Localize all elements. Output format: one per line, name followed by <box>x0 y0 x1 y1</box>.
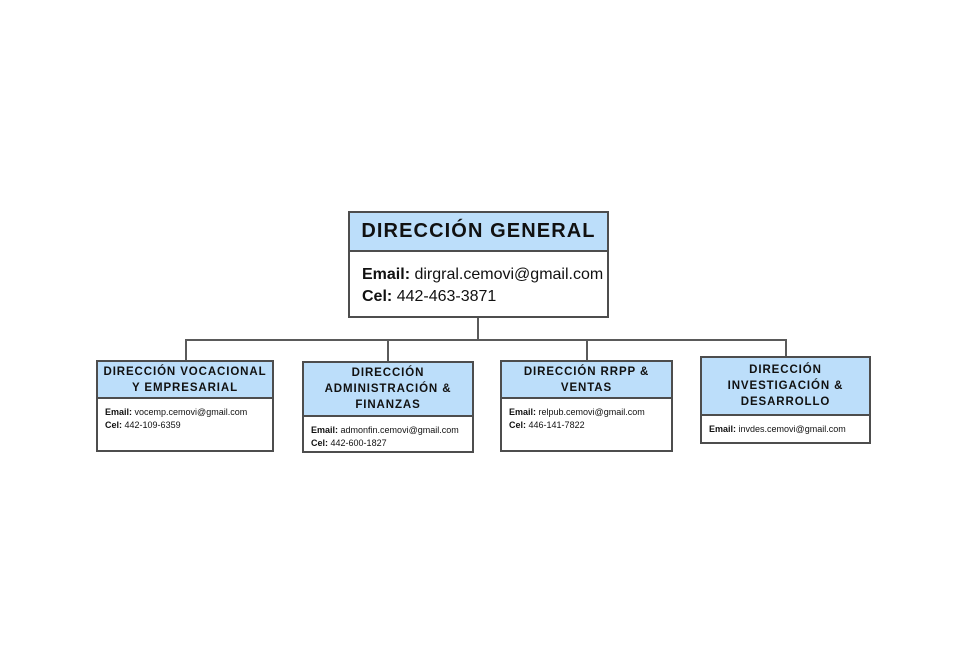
connector-drop-investigacion <box>785 339 787 356</box>
email-line: Email: vocemp.cemovi@gmail.com <box>105 406 272 419</box>
connector-drop-vocacional <box>185 339 187 360</box>
title-line-3: DESARROLLO <box>740 396 831 408</box>
email-label: Email: <box>709 424 737 434</box>
node-direccion-investigacion-desarrollo-body: Email: invdes.cemovi@gmail.com <box>702 416 869 436</box>
email-label: Email: <box>509 407 537 417</box>
node-direccion-investigacion-desarrollo-header: DIRECCIÓN INVESTIGACIÓN & DESARROLLO <box>702 358 869 416</box>
cel-label: Cel: <box>311 438 329 448</box>
node-direccion-administracion-finanzas[interactable]: DIRECCIÓN ADMINISTRACIÓN & FINANZAS Emai… <box>302 361 474 453</box>
node-direccion-vocacional-y-empresarial-header: DIRECCIÓN VOCACIONAL Y EMPRESARIAL <box>98 362 272 399</box>
email-label: Email: <box>362 266 411 283</box>
cel-value: 442-600-1827 <box>330 438 387 448</box>
title-line-3: FINANZAS <box>355 399 421 411</box>
title-line-1: DIRECCIÓN RRPP & <box>523 365 650 378</box>
email-value: vocemp.cemovi@gmail.com <box>134 407 248 417</box>
connector-drop-administracion <box>387 339 389 361</box>
title-line-2: VENTAS <box>560 381 613 394</box>
node-direccion-administracion-finanzas-header: DIRECCIÓN ADMINISTRACIÓN & FINANZAS <box>304 363 472 417</box>
title-line-1: DIRECCIÓN <box>749 364 822 376</box>
email-line: Email: relpub.cemovi@gmail.com <box>509 406 671 419</box>
cel-line: Cel: 442-109-6359 <box>105 419 272 432</box>
node-title-text: DIRECCIÓN INVESTIGACIÓN & DESARROLLO <box>728 362 844 410</box>
node-direccion-general-cel-line: Cel: 442-463-3871 <box>362 286 607 308</box>
email-label: Email: <box>311 425 339 435</box>
node-title-text: DIRECCIÓN VOCACIONAL Y EMPRESARIAL <box>103 364 266 396</box>
node-direccion-general-title: DIRECCIÓN GENERAL <box>361 220 596 242</box>
email-value: dirgral.cemovi@gmail.com <box>414 266 604 283</box>
title-line-2: ADMINISTRACIÓN & <box>324 383 452 395</box>
node-direccion-rrpp-ventas-header: DIRECCIÓN RRPP & VENTAS <box>502 362 671 399</box>
title-line-2: INVESTIGACIÓN & <box>727 380 844 392</box>
node-title-text: DIRECCIÓN RRPP & VENTAS <box>524 364 649 396</box>
cel-label: Cel: <box>509 420 527 430</box>
node-direccion-general-body: Email: dirgral.cemovi@gmail.com Cel: 442… <box>350 252 607 308</box>
node-direccion-vocacional-y-empresarial[interactable]: DIRECCIÓN VOCACIONAL Y EMPRESARIAL Email… <box>96 360 274 452</box>
node-direccion-rrpp-ventas[interactable]: DIRECCIÓN RRPP & VENTAS Email: relpub.ce… <box>500 360 673 452</box>
email-value: invdes.cemovi@gmail.com <box>738 424 846 434</box>
node-direccion-administracion-finanzas-body: Email: admonfin.cemovi@gmail.com Cel: 44… <box>304 417 472 450</box>
cel-label: Cel: <box>105 420 123 430</box>
title-line-2: Y EMPRESARIAL <box>131 381 239 394</box>
cel-line: Cel: 442-600-1827 <box>311 437 472 450</box>
node-direccion-rrpp-ventas-body: Email: relpub.cemovi@gmail.com Cel: 446-… <box>502 399 671 432</box>
cel-line: Cel: 446-141-7822 <box>509 419 671 432</box>
title-line-1: DIRECCIÓN <box>351 367 425 379</box>
node-direccion-general[interactable]: DIRECCIÓN GENERAL Email: dirgral.cemovi@… <box>348 211 609 318</box>
node-direccion-investigacion-desarrollo[interactable]: DIRECCIÓN INVESTIGACIÓN & DESARROLLO Ema… <box>700 356 871 444</box>
node-direccion-general-email-line: Email: dirgral.cemovi@gmail.com <box>362 264 607 286</box>
cel-value: 446-141-7822 <box>528 420 585 430</box>
email-line: Email: invdes.cemovi@gmail.com <box>709 423 869 436</box>
cel-value: 442-109-6359 <box>124 420 181 430</box>
email-label: Email: <box>105 407 133 417</box>
node-title-text: DIRECCIÓN ADMINISTRACIÓN & FINANZAS <box>325 365 452 413</box>
cel-label: Cel: <box>362 288 393 305</box>
connector-root-stem <box>477 318 479 340</box>
email-value: relpub.cemovi@gmail.com <box>538 407 645 417</box>
title-line-1: DIRECCIÓN VOCACIONAL <box>103 365 267 378</box>
node-direccion-general-header: DIRECCIÓN GENERAL <box>350 213 607 252</box>
connector-drop-rrpp <box>586 339 588 360</box>
email-line: Email: admonfin.cemovi@gmail.com <box>311 424 472 437</box>
connector-horizontal-bus <box>185 339 786 341</box>
node-direccion-vocacional-y-empresarial-body: Email: vocemp.cemovi@gmail.com Cel: 442-… <box>98 399 272 432</box>
email-value: admonfin.cemovi@gmail.com <box>340 425 459 435</box>
cel-value: 442-463-3871 <box>396 288 497 305</box>
